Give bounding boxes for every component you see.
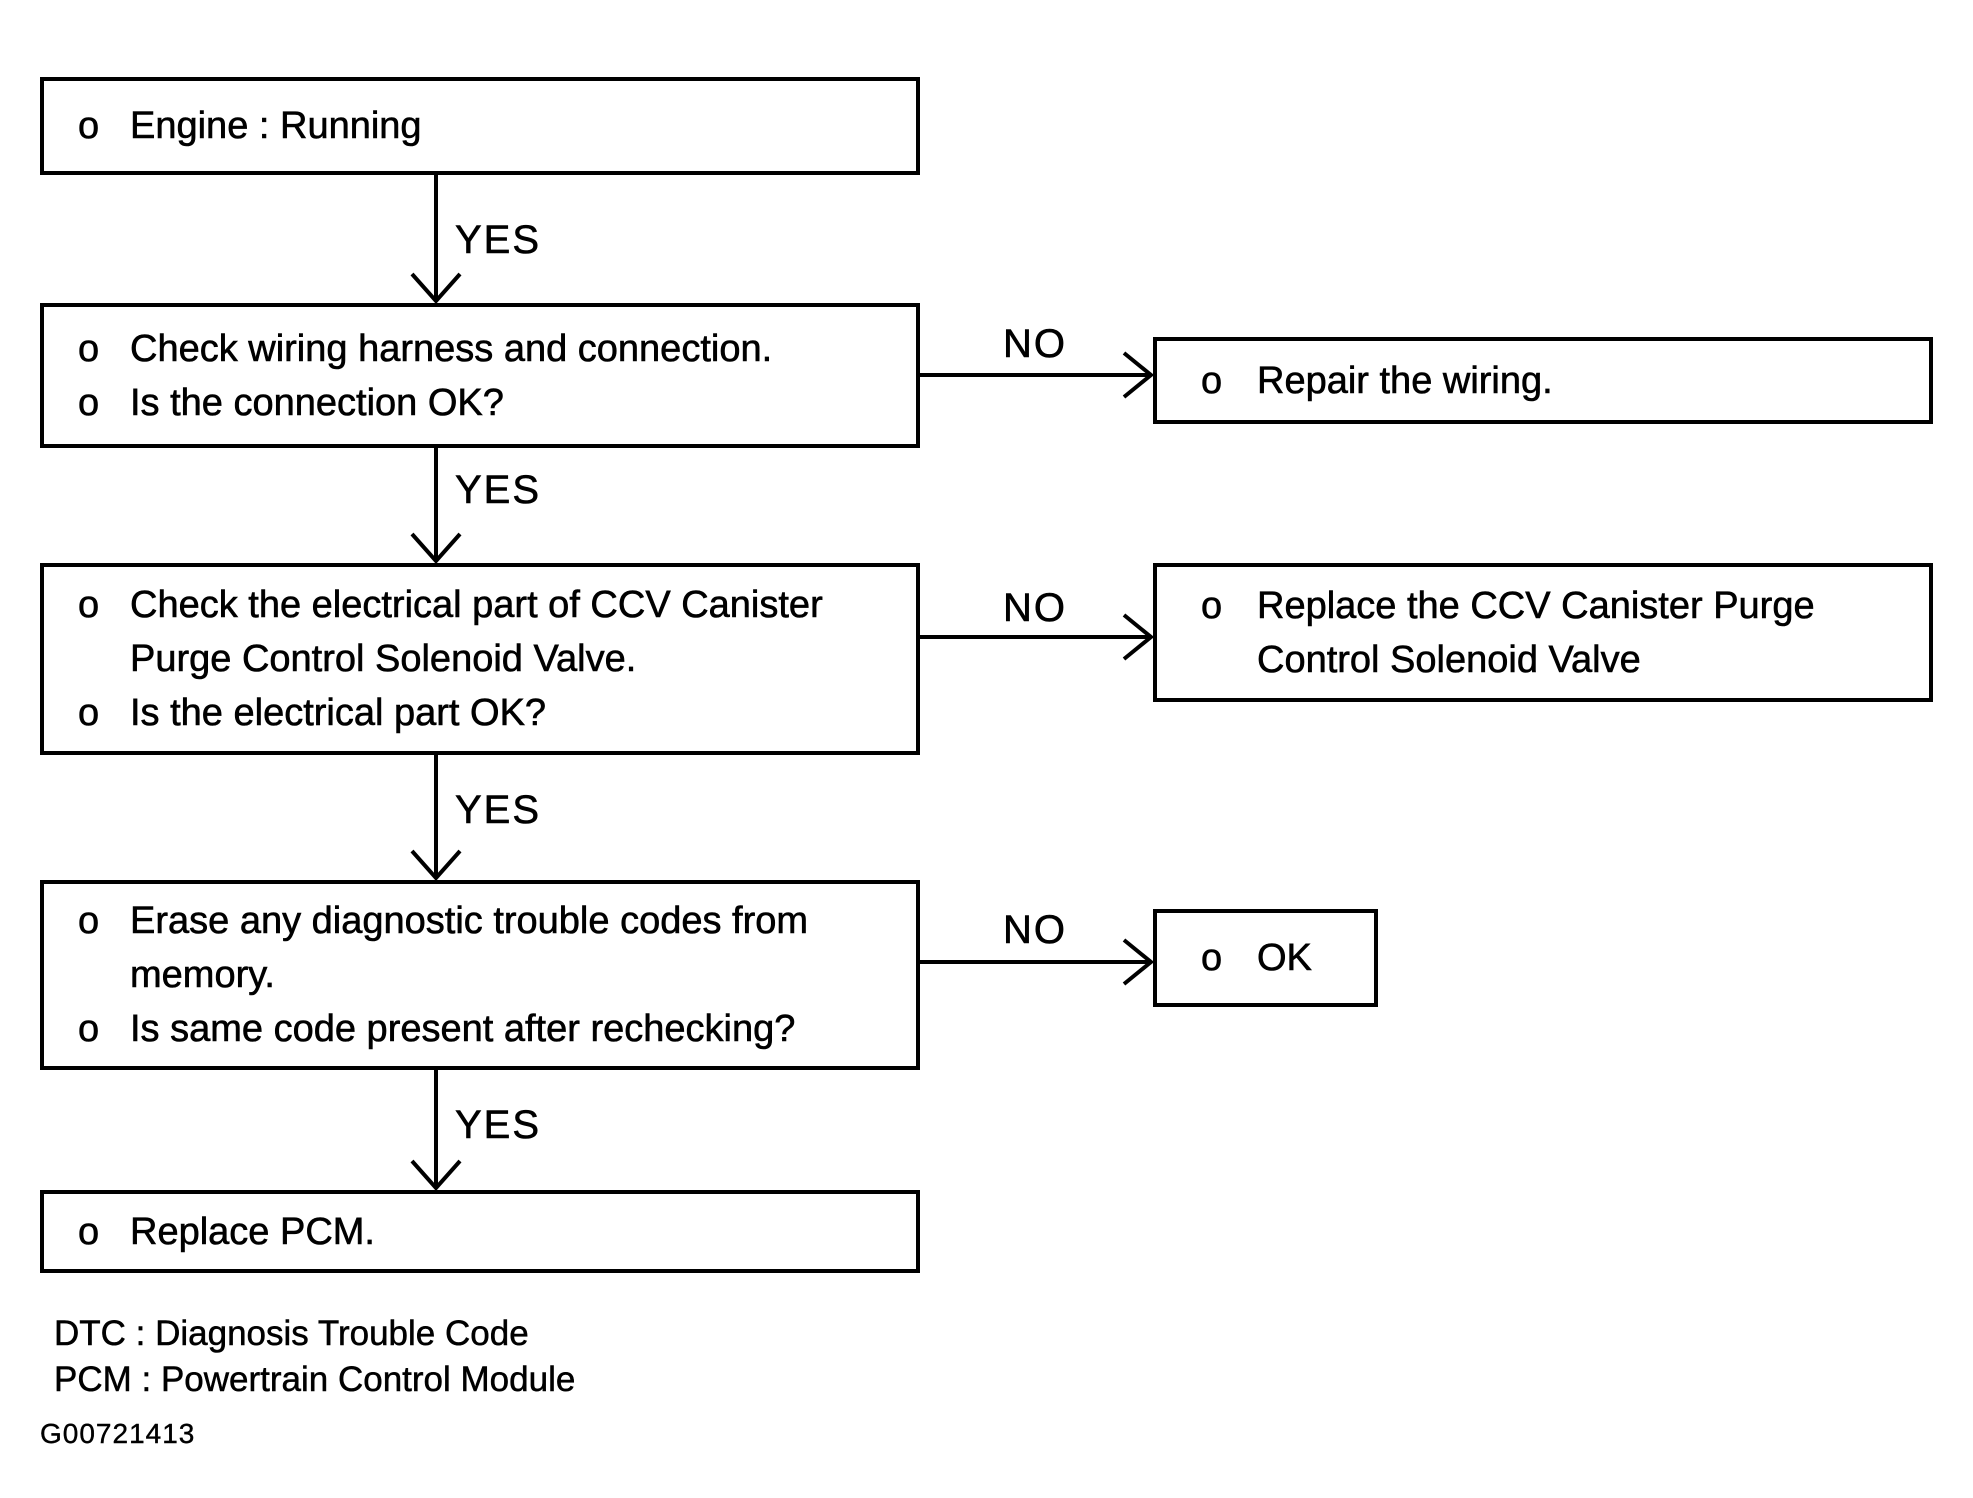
flow-node-text: Replace PCM. (130, 1210, 376, 1253)
flow-node-text: Is the connection OK? (130, 381, 505, 424)
flow-node-line: o Is same code present after rechecking? (44, 1002, 916, 1056)
flow-node-ok: o OK (1153, 909, 1378, 1007)
yes-label-3: YES (455, 788, 542, 833)
bullet-icon: o (1201, 937, 1223, 980)
flow-node-engine-running: o Engine : Running (40, 77, 920, 175)
arrow-yes-3 (410, 753, 462, 882)
flow-node-line: o Is the electrical part OK? (44, 686, 916, 740)
bullet-icon: o (78, 105, 100, 148)
bullet-icon: o (78, 900, 100, 943)
flow-node-repair-wiring: o Repair the wiring. (1153, 337, 1933, 424)
arrow-yes-1 (410, 175, 462, 305)
flow-node-text: Engine : Running (130, 105, 422, 148)
yes-label-1: YES (455, 218, 542, 263)
flow-node-text: OK (1257, 937, 1313, 980)
flow-node-line: o Replace PCM. (44, 1205, 916, 1259)
flow-node-text: Check the electrical part of CCV Caniste… (130, 584, 823, 681)
bullet-icon: o (1201, 584, 1223, 627)
flow-node-line: o Erase any diagnostic trouble codes fro… (44, 894, 916, 1002)
arrow-yes-4 (410, 1070, 462, 1192)
flow-node-text: Repair the wiring. (1257, 359, 1553, 402)
legend-pcm: PCM : Powertrain Control Module (54, 1360, 576, 1400)
no-label-1: NO (1003, 322, 1067, 367)
flow-node-line: o OK (1157, 931, 1374, 985)
flow-node-replace-valve: o Replace the CCV Canister Purge Control… (1153, 563, 1933, 702)
arrow-yes-2 (410, 448, 462, 565)
bullet-icon: o (78, 692, 100, 735)
bullet-icon: o (78, 381, 100, 424)
arrow-no-1 (920, 351, 1155, 399)
flow-node-line: o Check the electrical part of CCV Canis… (44, 578, 916, 686)
yes-label-4: YES (455, 1103, 542, 1148)
legend-dtc: DTC : Diagnosis Trouble Code (54, 1314, 529, 1354)
flow-node-line: o Check wiring harness and connection. (44, 322, 916, 376)
flow-node-text: Is the electrical part OK? (130, 692, 547, 735)
no-label-2: NO (1003, 586, 1067, 631)
flow-node-text: Is same code present after rechecking? (130, 1008, 796, 1051)
figure-id: G00721413 (40, 1418, 196, 1449)
bullet-icon: o (78, 584, 100, 627)
flow-node-line: o Repair the wiring. (1157, 354, 1929, 408)
arrow-no-2 (918, 613, 1155, 661)
flow-node-erase-codes: o Erase any diagnostic trouble codes fro… (40, 880, 920, 1070)
flow-node-text: Erase any diagnostic trouble codes from … (130, 900, 809, 997)
flow-node-text: Check wiring harness and connection. (130, 327, 773, 370)
yes-label-2: YES (455, 468, 542, 513)
flow-node-check-electrical: o Check the electrical part of CCV Canis… (40, 563, 920, 755)
flow-node-line: o Engine : Running (44, 99, 916, 153)
no-label-3: NO (1003, 908, 1067, 953)
bullet-icon: o (78, 327, 100, 370)
flow-node-check-wiring: o Check wiring harness and connection. o… (40, 303, 920, 448)
flow-node-text: Replace the CCV Canister Purge Control S… (1257, 584, 1815, 681)
bullet-icon: o (78, 1008, 100, 1051)
flow-node-line: o Is the connection OK? (44, 376, 916, 430)
arrow-no-3 (920, 938, 1155, 986)
flow-node-line: o Replace the CCV Canister Purge Control… (1157, 579, 1929, 687)
bullet-icon: o (78, 1210, 100, 1253)
flow-node-replace-pcm: o Replace PCM. (40, 1190, 920, 1273)
bullet-icon: o (1201, 359, 1223, 402)
